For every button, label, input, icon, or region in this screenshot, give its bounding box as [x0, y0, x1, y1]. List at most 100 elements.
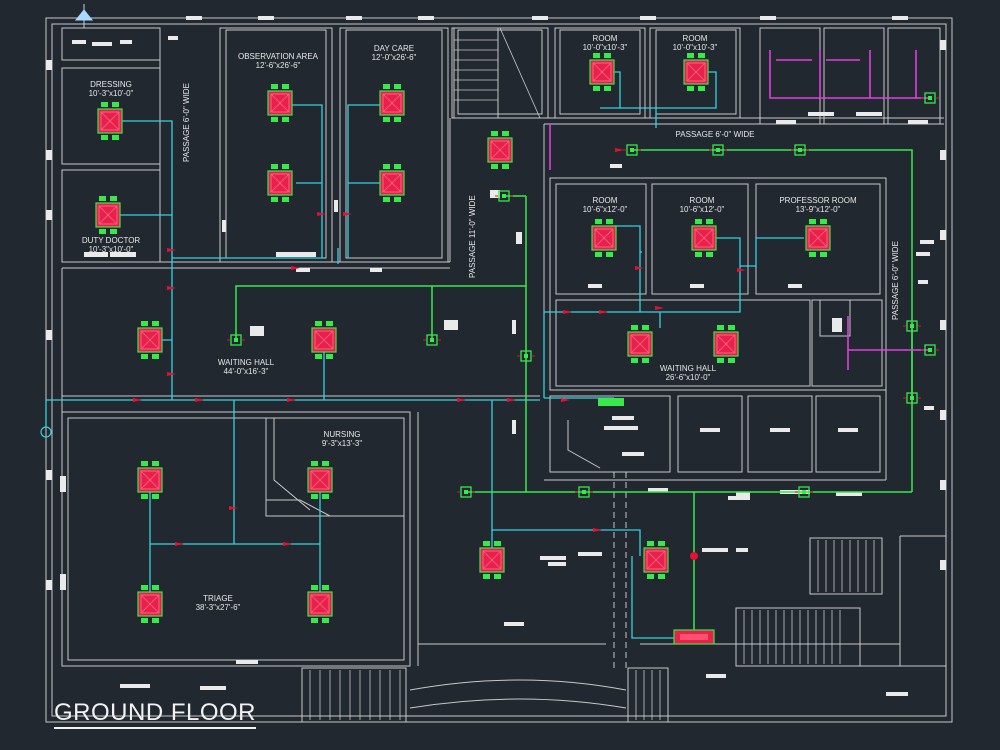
room-dims: 26'-6"x10'-0" [665, 373, 711, 382]
diffuser-icon [921, 344, 939, 356]
ac-unit-icon [307, 585, 333, 623]
room-name: DAY CARE [373, 44, 415, 53]
room-label: PROFESSOR ROOM 13'-9"x12'-0" [760, 196, 876, 214]
fixture-marks [46, 16, 946, 696]
room-name: ROOM [682, 34, 708, 43]
ac-unit-icon [479, 541, 505, 579]
drawing-title: GROUND FLOOR [54, 700, 257, 729]
diffuser-icon [921, 92, 939, 104]
room-dims: 10'-6"x12'-0" [582, 205, 628, 214]
room-label: NURSING 9'-3"x13'-3" [296, 430, 388, 448]
ac-unit-icon [683, 53, 709, 91]
door-marker-icon [598, 398, 624, 406]
flow-arrow-icon [229, 506, 238, 510]
ac-unit-icon [691, 219, 717, 257]
flow-arrow-icon [615, 148, 624, 152]
diffuser-icon [903, 392, 921, 404]
flow-arrow-icon [343, 212, 352, 216]
room-label: TRIAGE 38'-3"x27'-6" [168, 594, 268, 612]
diffuser-icon [495, 190, 513, 202]
diffuser-icon [791, 144, 809, 156]
room-label: ROOM 10'-6"x12'-0" [656, 196, 748, 214]
room-name: DRESSING [90, 80, 132, 89]
diffuser-icon [423, 334, 441, 346]
flow-arrow-icon [563, 310, 572, 314]
walls [45, 17, 953, 723]
north-marker-icon [74, 4, 94, 28]
room-dims: 12'-0"x26'-6" [371, 53, 417, 62]
room-dims: 9'-3"x13'-3" [321, 439, 363, 448]
room-name: DUTY DOCTOR [81, 236, 141, 245]
ac-unit-icon [267, 164, 293, 202]
ac-unit-icon [627, 325, 653, 363]
outlet-marker-icon [40, 426, 52, 438]
flow-arrow-icon [167, 248, 176, 252]
diffusers [227, 92, 939, 498]
ac-unit-icon [137, 321, 163, 359]
flow-arrow-icon [599, 310, 608, 314]
ac-unit-icon [95, 196, 121, 234]
ac-unit-icon [137, 461, 163, 499]
diffuser-icon [457, 486, 475, 498]
ac-unit-icon [487, 131, 513, 169]
diffuser-icon [903, 320, 921, 332]
room-name: PROFESSOR ROOM [779, 196, 857, 205]
flow-arrow-icon [507, 398, 516, 402]
room-label: WAITING HALL 26'-6"x10'-0" [638, 364, 738, 382]
room-label: DAY CARE 12'-0"x26'-6" [342, 44, 446, 62]
room-name: OBSERVATION AREA [237, 52, 319, 61]
room-dims: 10'-0"x10'-3" [672, 43, 718, 52]
ac-unit-icon [379, 84, 405, 122]
flow-arrow-icon [457, 398, 466, 402]
flow-arrow-icon [655, 306, 664, 310]
ac-unit-icon [137, 585, 163, 623]
diffuser-icon [575, 486, 593, 498]
room-dims: 10'-3"x10'-0" [88, 245, 134, 254]
passage-label-vertical: PASSAGE 6'-0" WIDE [182, 83, 191, 162]
diffuser-icon [517, 350, 535, 362]
room-name: ROOM [689, 196, 715, 205]
room-name: ROOM [592, 196, 618, 205]
flow-arrows [133, 148, 746, 546]
room-label: DUTY DOCTOR 10'-3"x10'-0" [62, 236, 160, 254]
room-label: DRESSING 10'-3"x10'-0" [62, 80, 160, 98]
room-dims: 38'-3"x27'-6" [195, 603, 241, 612]
magenta-duct-lines [549, 50, 930, 370]
ac-unit-icon [379, 164, 405, 202]
flow-arrow-icon [635, 266, 644, 270]
ac-unit-icon [805, 219, 831, 257]
passage-label-vertical: PASSAGE 6'-0" WIDE [891, 241, 900, 320]
ac-unit-icon [589, 53, 615, 91]
room-dims: 13'-9"x12'-0" [795, 205, 841, 214]
room-dims: 12'-6"x26'-6" [255, 61, 301, 70]
diffuser-icon [227, 334, 245, 346]
flow-arrow-icon [283, 542, 292, 546]
flow-arrow-icon [561, 398, 570, 402]
flow-arrow-icon [167, 372, 176, 376]
diffuser-icon [623, 144, 641, 156]
room-name: ROOM [592, 34, 618, 43]
room-label: OBSERVATION AREA 12'-6"x26'-6" [222, 52, 334, 70]
flow-arrow-icon [287, 398, 296, 402]
flow-arrow-icon [291, 266, 300, 270]
diffuser-icon [709, 144, 727, 156]
ac-unit-icon [591, 219, 617, 257]
room-dims: 44'-0"x16'-3" [223, 367, 269, 376]
ac-unit-icon [713, 325, 739, 363]
passage-label: PASSAGE 6'-0" WIDE [675, 130, 755, 139]
flow-arrow-icon [175, 542, 184, 546]
cyan-duct-lines [45, 71, 804, 639]
room-name: NURSING [323, 430, 361, 439]
ac-unit-icon [267, 84, 293, 122]
flow-arrow-icon [593, 528, 602, 532]
flow-arrow-icon [317, 212, 326, 216]
flow-arrow-icon [737, 268, 746, 272]
diffuser-icon [795, 486, 813, 498]
ac-unit-icon [311, 321, 337, 359]
exit-sign-icon [673, 552, 715, 645]
flow-arrow-icon [167, 286, 176, 290]
ac-unit-icon [97, 102, 123, 140]
room-label: ROOM 10'-6"x12'-0" [560, 196, 650, 214]
ac-units [95, 53, 831, 623]
